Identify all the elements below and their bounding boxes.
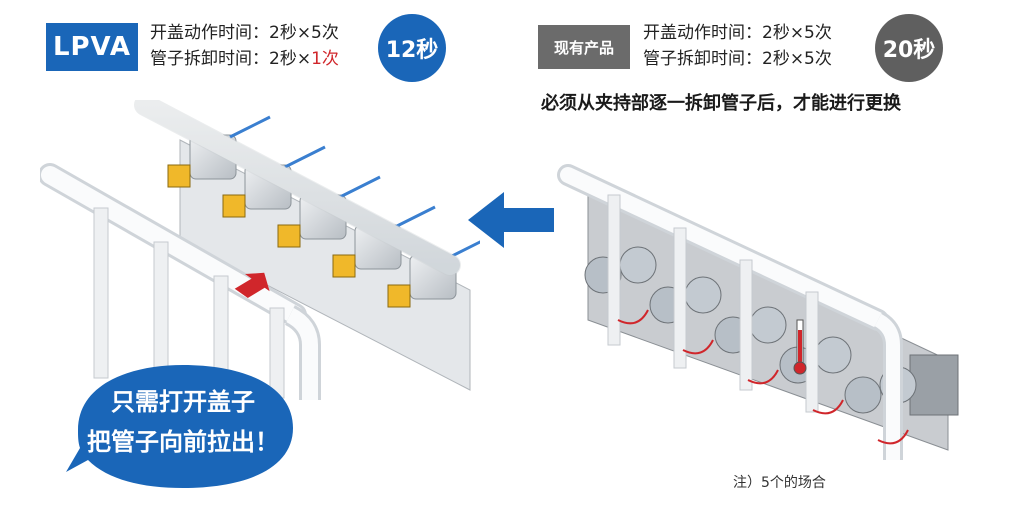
lpva-cover-time: 开盖动作时间：2秒×5次 (150, 23, 339, 43)
footnote: 注）5个的场合 (733, 475, 826, 491)
existing-illustration (557, 164, 959, 460)
lpva-illustration (40, 100, 480, 400)
end-block (909, 354, 959, 416)
lpva-total-badge: 12秒 (378, 14, 446, 82)
lpva-label: LPVA (46, 23, 138, 71)
existing-removal-time: 管子拆卸时间：2秒×5次 (643, 49, 832, 69)
air-tube (229, 115, 271, 139)
bubble-shape (66, 365, 293, 488)
rotation-arrows (617, 309, 909, 445)
bubble-line-1: 只需打开盖子 (111, 388, 255, 416)
existing-note: 必须从夹持部逐一拆卸管子后，才能进行更换 (541, 93, 901, 114)
lpva-removal-time: 管子拆卸时间：2秒×1次 (150, 47, 339, 71)
existing-total-badge: 20秒 (875, 14, 943, 82)
existing-label: 现有产品 (538, 25, 630, 69)
existing-cover-time: 开盖动作时间：2秒×5次 (643, 23, 832, 43)
bubble-line-2: 把管子向前拉出！ (87, 428, 279, 456)
valve-disc (844, 376, 882, 414)
lpva-removal-highlight: 1次 (311, 49, 339, 69)
thermometer-icon (793, 319, 807, 375)
lpva-removal-prefix: 管子拆卸时间：2秒× (150, 49, 312, 69)
valve-unit (167, 115, 271, 188)
big-left-arrow-icon (468, 192, 554, 248)
speech-bubble: 只需打开盖子 把管子向前拉出！ (58, 360, 308, 490)
pull-arrow-icon (234, 272, 270, 298)
valve-row (167, 115, 480, 308)
yellow-fitting (167, 164, 191, 188)
